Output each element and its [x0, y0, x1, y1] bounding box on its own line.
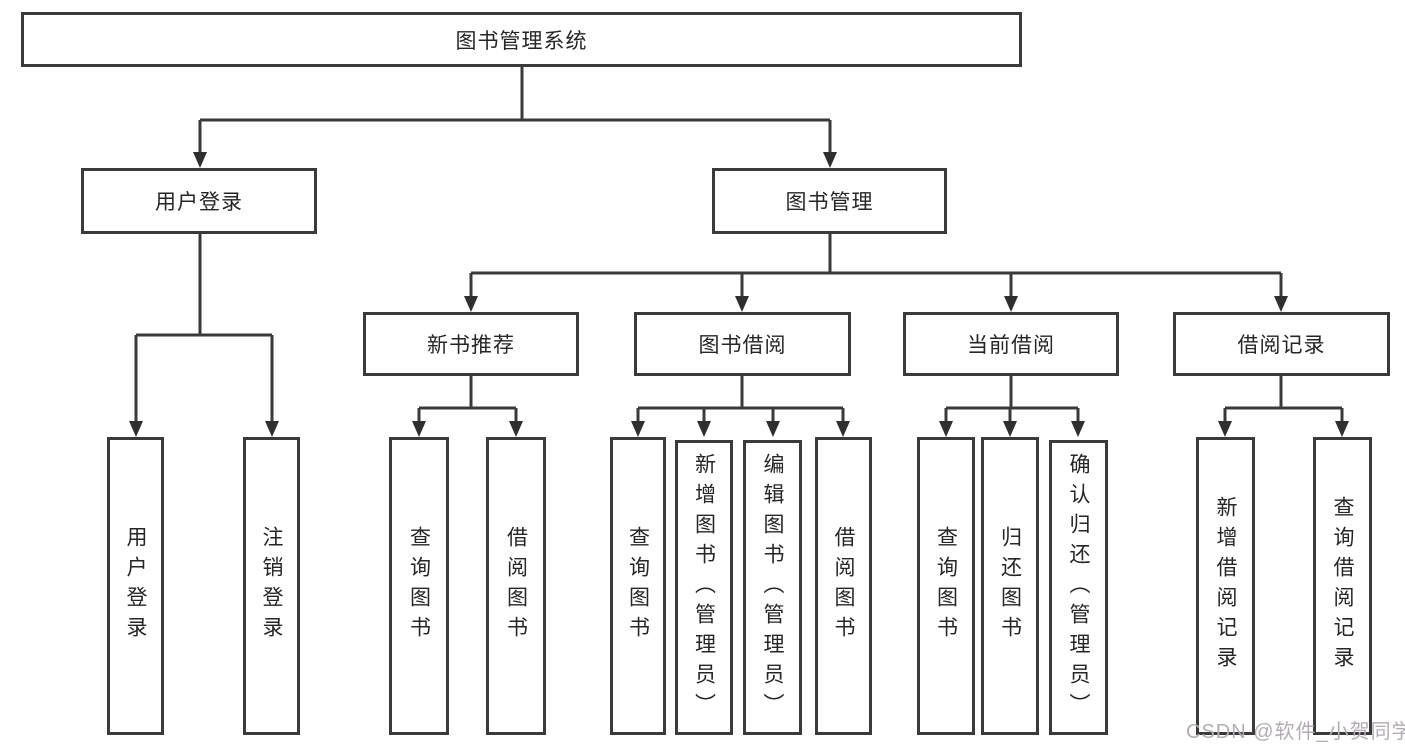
node-leaf-edit-book: 编辑图书（管理员）: [743, 440, 802, 735]
node-leaf-query-book-1: 查询图书: [389, 437, 449, 735]
node-leaf-query-book-2: 查询图书: [610, 437, 666, 735]
node-new-book-rec: 新书推荐: [363, 312, 579, 376]
node-leaf-borrow-book-2: 借阅图书: [815, 437, 872, 735]
node-leaf-add-book: 新增图书（管理员）: [675, 440, 733, 735]
csdn-watermark: CSDN @软件_小贺同学: [1186, 721, 1405, 743]
node-book-borrow: 图书借阅: [634, 312, 851, 376]
node-leaf-user-login: 用户登录: [107, 437, 164, 735]
node-leaf-add-record: 新增借阅记录: [1196, 437, 1255, 735]
node-book-mgmt: 图书管理: [712, 168, 947, 234]
node-leaf-return-book: 归还图书: [981, 437, 1039, 735]
node-root: 图书管理系统: [21, 12, 1022, 67]
node-leaf-borrow-book-1: 借阅图书: [486, 437, 546, 735]
node-leaf-confirm-return: 确认归还（管理员）: [1049, 440, 1108, 735]
node-leaf-logout: 注销登录: [243, 437, 300, 735]
node-leaf-query-book-3: 查询图书: [917, 437, 975, 735]
connector-lines: [134, 67, 1344, 423]
node-current-borrow: 当前借阅: [903, 312, 1119, 376]
node-user-login: 用户登录: [81, 168, 317, 234]
node-borrow-records: 借阅记录: [1173, 312, 1390, 376]
node-leaf-query-record: 查询借阅记录: [1313, 437, 1372, 735]
